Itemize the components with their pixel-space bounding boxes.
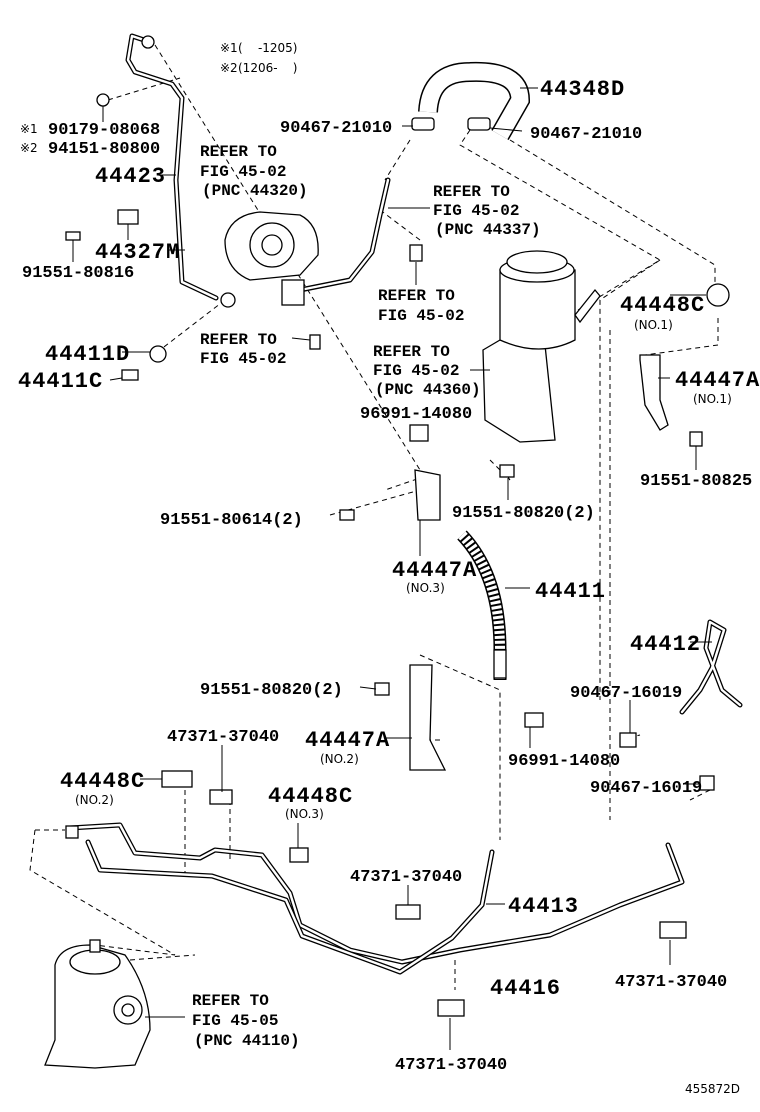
refer-bolt: REFER TO FIG 45-02 bbox=[378, 287, 464, 325]
refer-hose: REFER TO FIG 45-02 (PNC 44337) bbox=[433, 183, 541, 239]
part-label: 90467-21010 bbox=[530, 125, 642, 144]
part-label: 44447A bbox=[392, 558, 477, 583]
part-note: (NO.3) bbox=[406, 581, 445, 595]
part-label: 44411C bbox=[18, 369, 103, 394]
part-label: 91551-80820(2) bbox=[452, 504, 595, 523]
refer-line: REFER TO bbox=[433, 183, 510, 201]
part-label: 47371-37040 bbox=[167, 728, 279, 747]
pipe-44413-inner bbox=[86, 840, 494, 974]
part-note: (NO.2) bbox=[75, 793, 114, 807]
part-label: 44448C bbox=[60, 769, 145, 794]
hose-44411 bbox=[457, 530, 507, 680]
part-label: 44448C bbox=[620, 293, 705, 318]
note-1-text: ( -1205) bbox=[238, 41, 298, 55]
part-label: 47371-37040 bbox=[350, 868, 462, 887]
part-label: 91551-80614(2) bbox=[160, 511, 303, 530]
refer-line: FIG 45-02 bbox=[200, 350, 286, 368]
steering-gear-illustration bbox=[44, 939, 151, 1069]
refer-pump: REFER TO FIG 45-02 (PNC 44320) bbox=[200, 143, 308, 200]
part-note: (NO.3) bbox=[285, 807, 324, 821]
refer-reservoir: REFER TO FIG 45-02 (PNC 44360) bbox=[373, 343, 481, 399]
refer-line: (PNC 44337) bbox=[435, 221, 541, 239]
refer-line: FIG 45-02 bbox=[378, 307, 464, 325]
leader-lines bbox=[72, 87, 712, 1050]
part-note: (NO.1) bbox=[693, 392, 732, 406]
note-2-mark: ※2 bbox=[220, 61, 238, 75]
part-label: 90467-21010 bbox=[280, 119, 392, 138]
part-label: 44447A bbox=[675, 368, 760, 393]
part-note: (NO.2) bbox=[320, 752, 359, 766]
part-label: 96991-14080 bbox=[508, 752, 620, 771]
note-2-text: (1206- ) bbox=[238, 61, 298, 75]
part-label: 44416 bbox=[490, 976, 561, 1001]
pipe-44423-inner bbox=[126, 34, 218, 300]
note-1-mark: ※1 bbox=[220, 41, 238, 55]
refer-pump-bolt: REFER TO FIG 45-02 bbox=[200, 331, 286, 368]
refer-line: FIG 45-02 bbox=[373, 362, 459, 380]
part-label: 44448C bbox=[268, 784, 353, 809]
pipe-pump-outlet-inner bbox=[298, 178, 390, 292]
part-label: 44411D bbox=[45, 342, 130, 367]
part-label: 91551-80816 bbox=[22, 264, 134, 283]
hose-44348d bbox=[411, 61, 531, 140]
refer-line: REFER TO bbox=[373, 343, 450, 361]
part-label: 90467-16019 bbox=[570, 684, 682, 703]
part-label: 44327M bbox=[95, 240, 180, 265]
part-label: 90467-16019 bbox=[590, 779, 702, 798]
refer-line: (PNC 44360) bbox=[375, 381, 481, 399]
refer-line: FIG 45-02 bbox=[433, 202, 519, 220]
pipe-44416 bbox=[67, 822, 685, 965]
refer-line: FIG 45-02 bbox=[200, 163, 286, 181]
part-label: 47371-37040 bbox=[395, 1056, 507, 1075]
refer-line: FIG 45-05 bbox=[192, 1012, 278, 1030]
refer-line: REFER TO bbox=[378, 287, 455, 305]
pipe-44416-inner bbox=[68, 823, 684, 964]
part-label: 44423 bbox=[95, 164, 166, 189]
label-mark: ※2 bbox=[20, 141, 38, 155]
part-note: (NO.1) bbox=[634, 318, 673, 332]
labels: ※1 ( -1205) ※2 (1206- ) ※1 90179-08068 ※… bbox=[18, 41, 760, 1096]
part-label: 44413 bbox=[508, 894, 579, 919]
refer-line: REFER TO bbox=[192, 992, 269, 1010]
refer-gear: REFER TO FIG 45-05 (PNC 44110) bbox=[192, 992, 300, 1050]
pipes bbox=[67, 33, 743, 975]
label-mark: ※1 bbox=[20, 122, 38, 136]
refer-line: REFER TO bbox=[200, 143, 277, 161]
part-label: 44348D bbox=[540, 77, 625, 102]
part-label: 91551-80820(2) bbox=[200, 681, 343, 700]
part-label: 90179-08068 bbox=[48, 121, 160, 140]
clamp bbox=[467, 117, 491, 131]
clamp bbox=[411, 117, 435, 131]
part-label: 94151-80800 bbox=[48, 140, 160, 159]
part-label: 96991-14080 bbox=[360, 405, 472, 424]
part-label: 44447A bbox=[305, 728, 390, 753]
part-label: 47371-37040 bbox=[615, 973, 727, 992]
part-label: 44411 bbox=[535, 579, 606, 604]
pump-illustration bbox=[220, 211, 319, 308]
reservoir-illustration bbox=[482, 250, 601, 443]
pipe-44412-inner bbox=[680, 620, 742, 714]
figure-id: 455872D bbox=[685, 1082, 740, 1096]
small-parts bbox=[65, 35, 730, 1017]
refer-line: REFER TO bbox=[200, 331, 277, 349]
refer-line: (PNC 44110) bbox=[194, 1032, 300, 1050]
part-label: 44412 bbox=[630, 632, 701, 657]
part-label: 91551-80825 bbox=[640, 472, 752, 491]
refer-line: (PNC 44320) bbox=[202, 182, 308, 200]
